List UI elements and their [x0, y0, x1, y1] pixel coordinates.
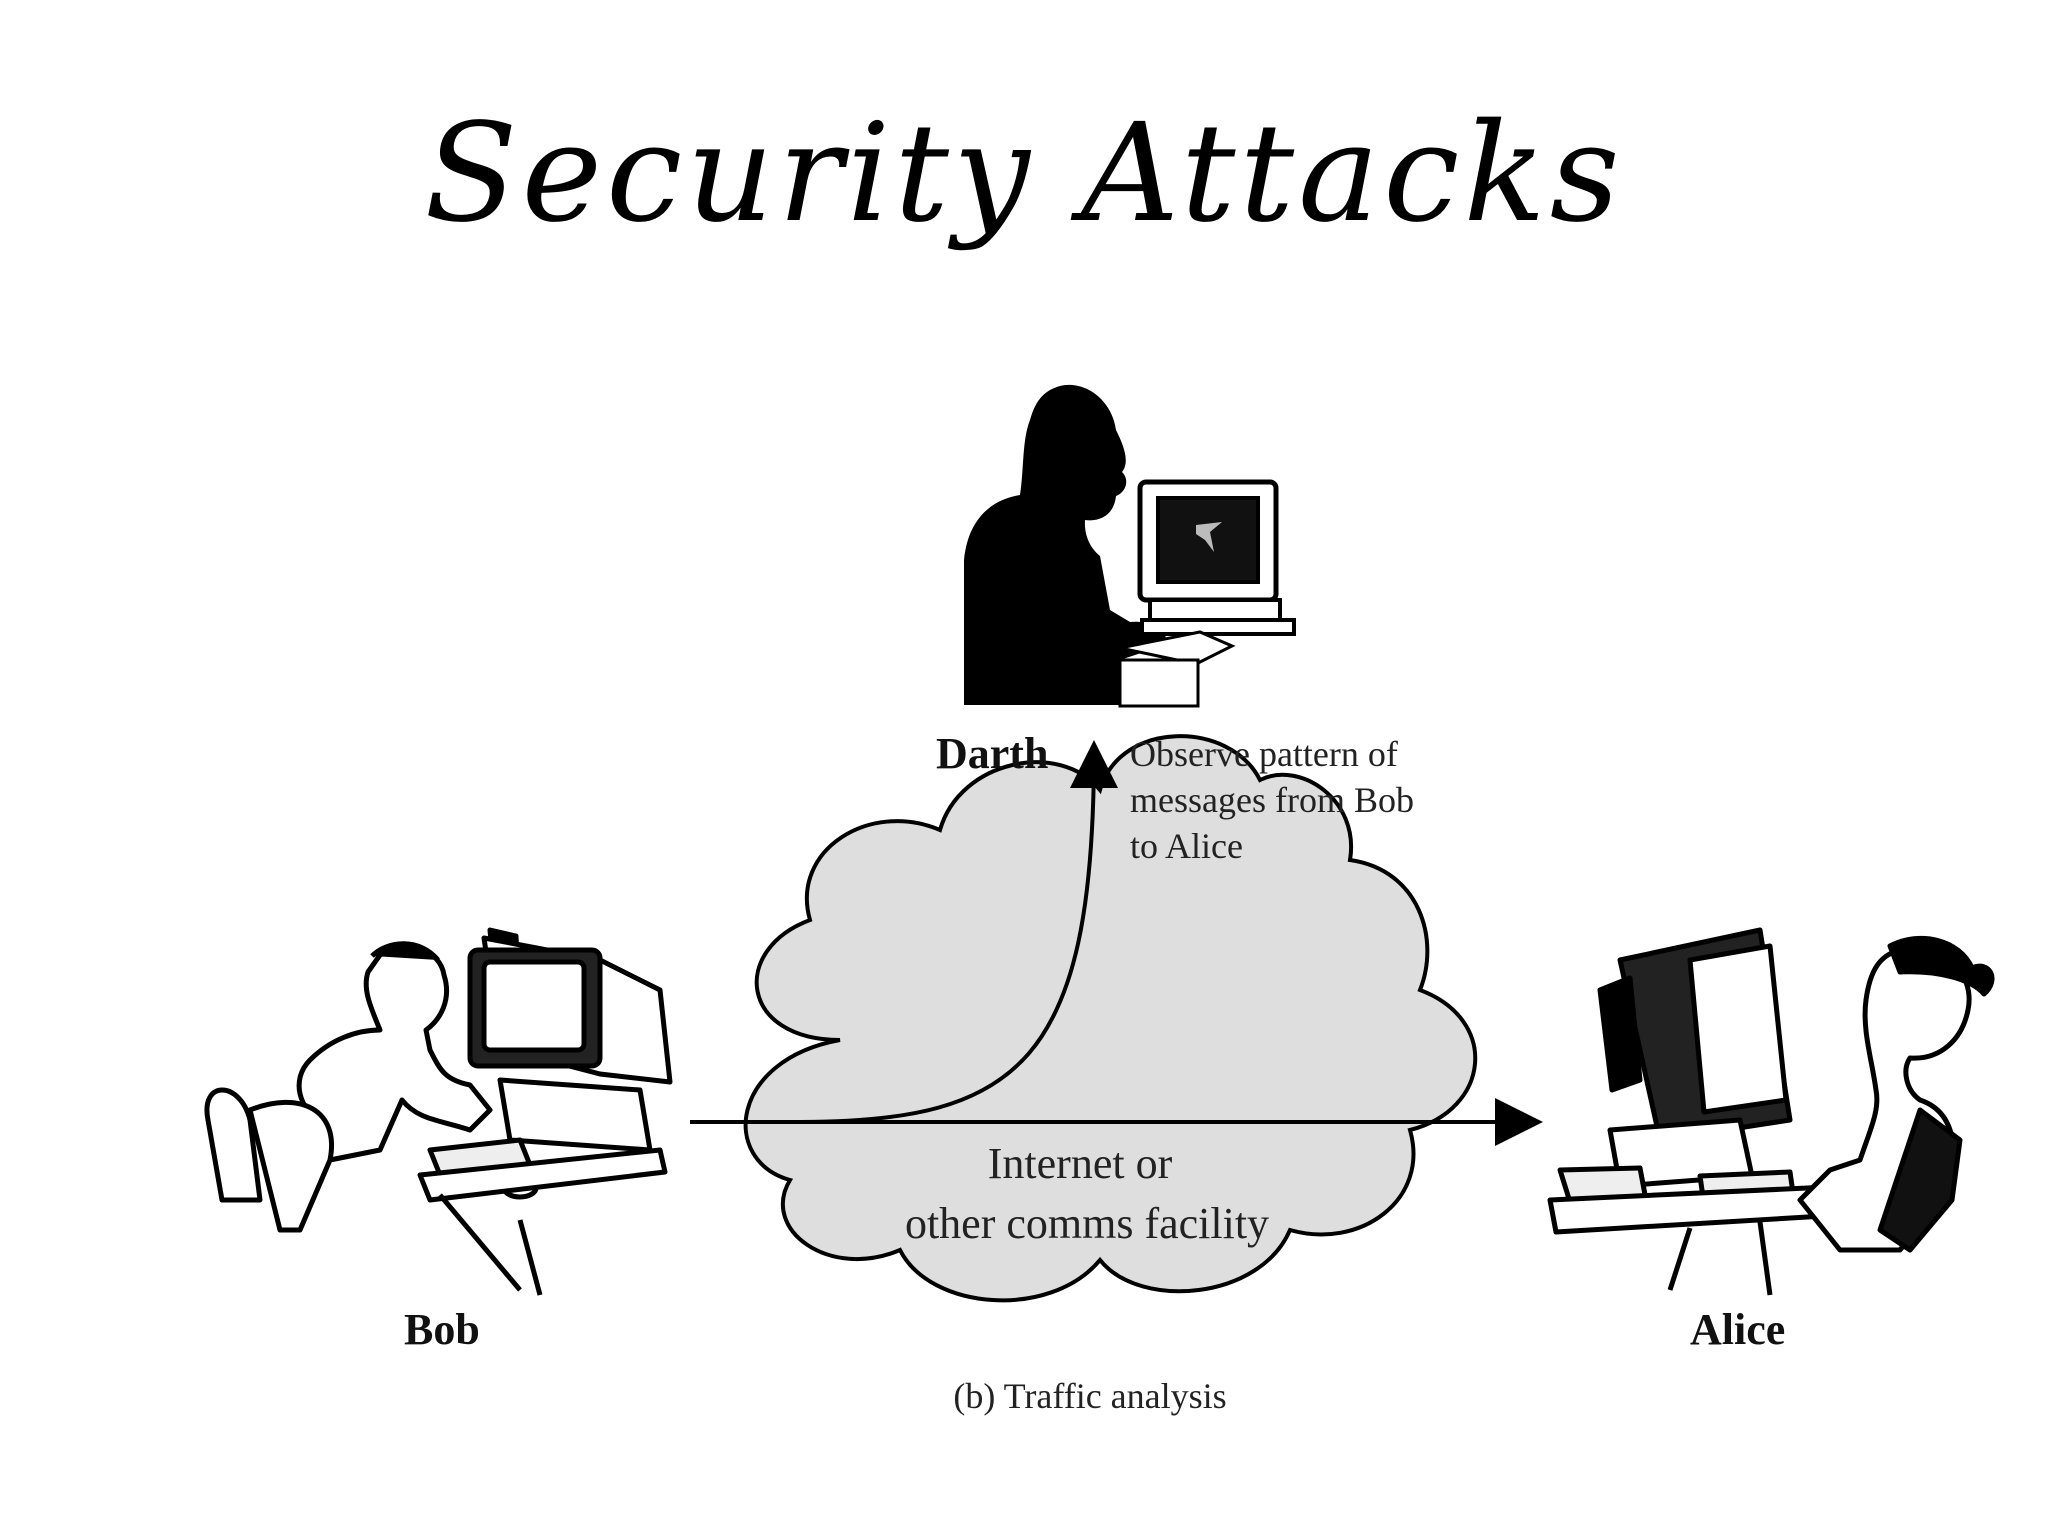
alice-label: Alice: [1690, 1305, 1785, 1354]
bob-illustration: [204, 927, 673, 1296]
darth-label: Darth: [936, 729, 1048, 778]
bob-label: Bob: [404, 1305, 480, 1354]
observe-note-line-1: Observe pattern of: [1130, 734, 1398, 774]
internet-cloud: [743, 734, 1478, 1303]
darth-illustration: [964, 384, 1296, 708]
alice-illustration: [1547, 927, 1995, 1296]
slide-title: Security Attacks: [424, 95, 1624, 253]
cloud-label-line-1: Internet or: [988, 1139, 1173, 1188]
observe-note-line-3: to Alice: [1130, 826, 1243, 866]
cloud-label-line-2: other comms facility: [905, 1199, 1269, 1248]
figure-caption: (b) Traffic analysis: [953, 1376, 1226, 1416]
observe-note-line-2: messages from Bob: [1130, 780, 1414, 820]
observe-arrow: [799, 740, 1118, 1124]
